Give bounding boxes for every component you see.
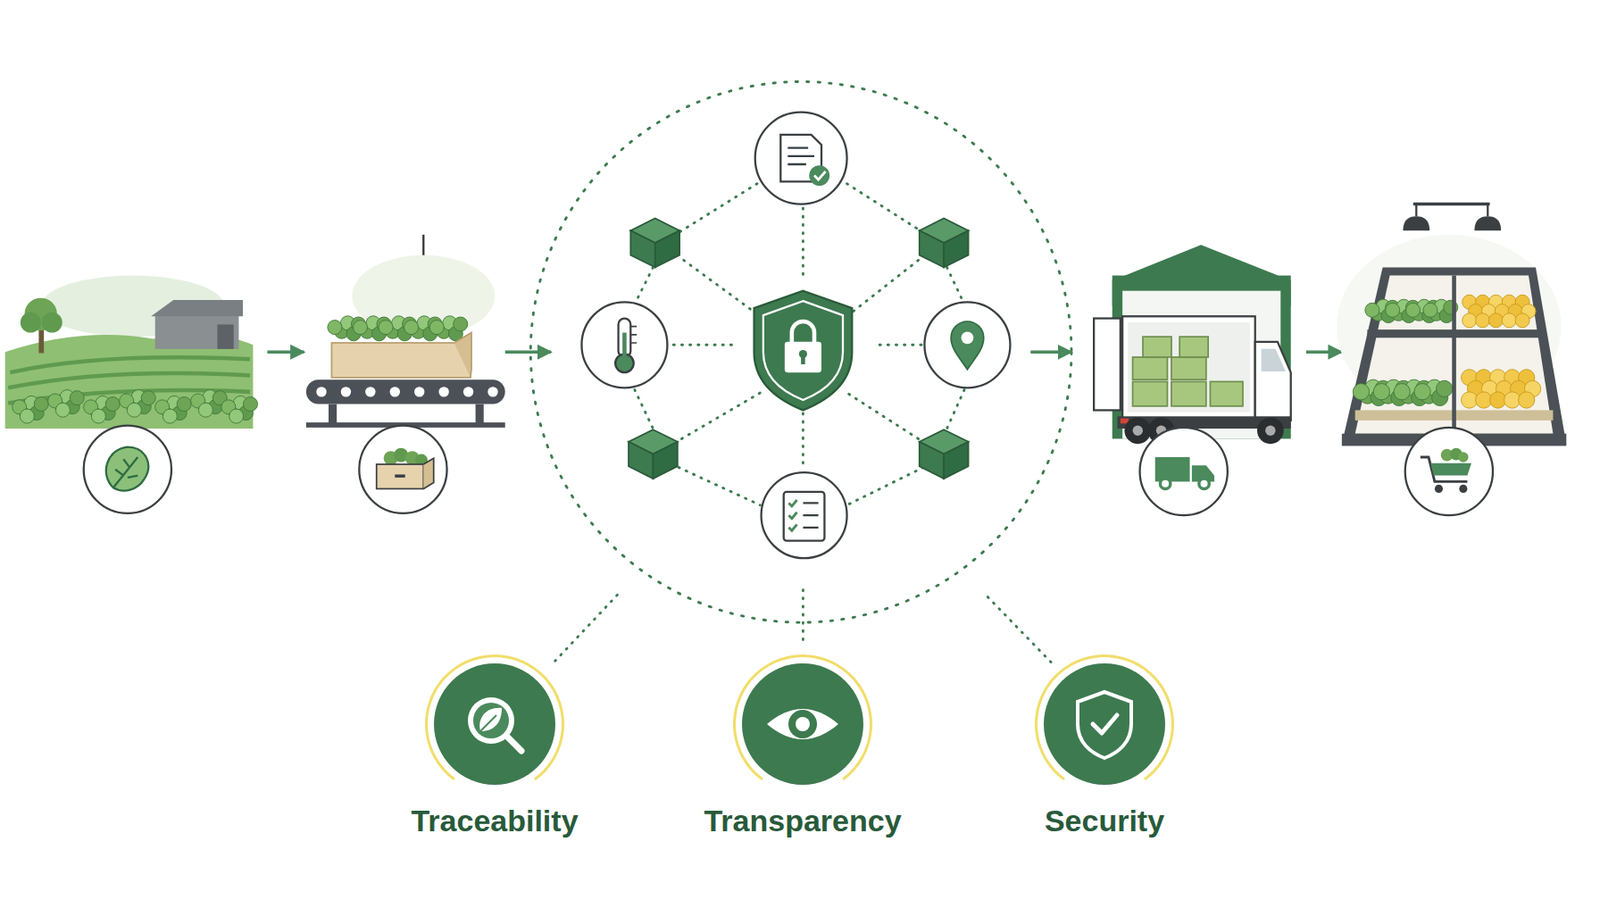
benefit-label: Traceability bbox=[410, 803, 578, 839]
processing-conveyor bbox=[306, 234, 506, 428]
delivery-truck bbox=[1093, 244, 1292, 444]
lettuce-icon bbox=[106, 447, 149, 492]
benefit-node: Transparency bbox=[668, 648, 937, 839]
benefit-label: Transparency bbox=[703, 803, 901, 839]
benefit-icon-circle bbox=[726, 648, 879, 800]
benefit-icon-circle bbox=[1028, 648, 1181, 800]
benefit-node: Security bbox=[970, 648, 1239, 839]
crate-icon bbox=[376, 448, 434, 490]
farm-illustration bbox=[5, 275, 259, 429]
market-stall bbox=[1336, 204, 1567, 447]
truck-icon bbox=[1155, 457, 1215, 489]
cart-icon bbox=[1420, 448, 1472, 493]
blockchain-hub bbox=[530, 81, 1072, 666]
benefit-node: Traceability bbox=[360, 648, 629, 839]
benefit-icon-circle bbox=[418, 648, 571, 800]
benefit-label: Security bbox=[1044, 803, 1165, 839]
